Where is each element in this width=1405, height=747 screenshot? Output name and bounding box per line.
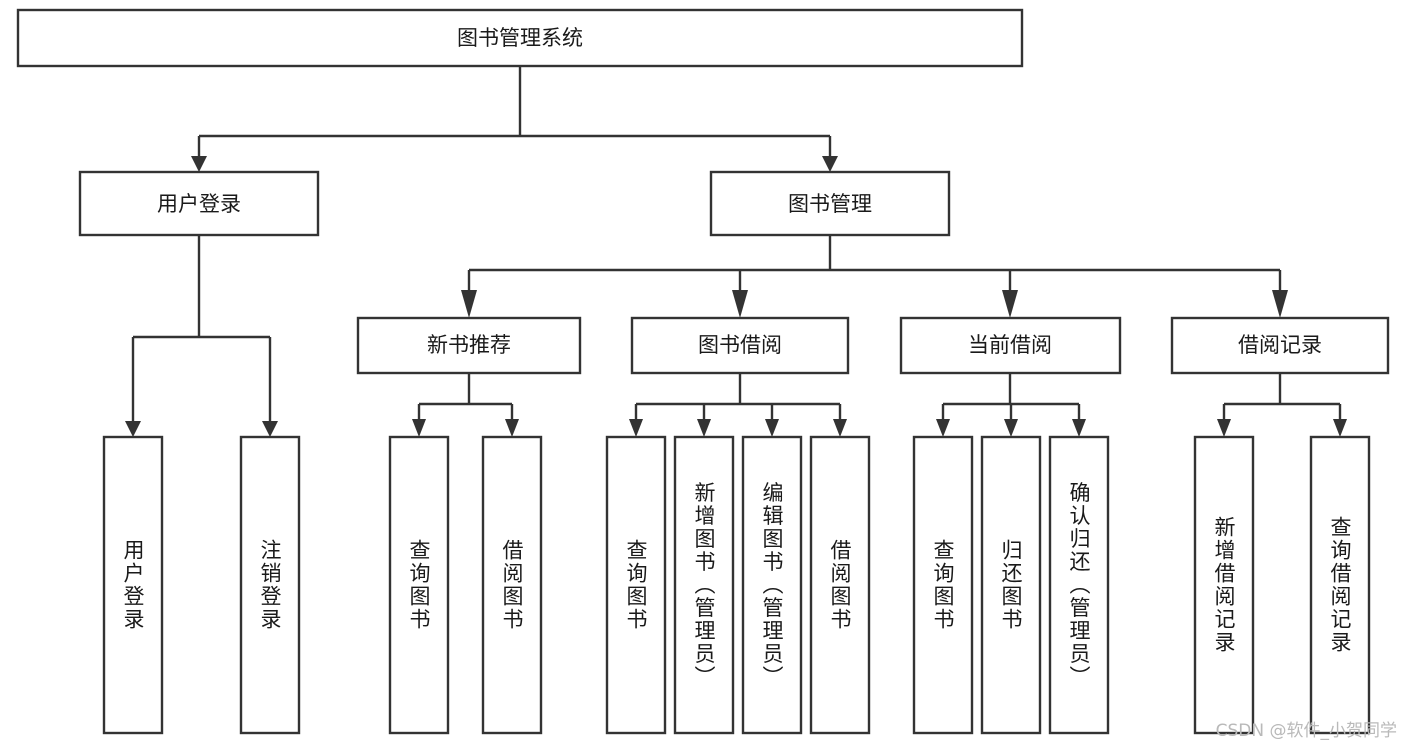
leaf-current-borrow-3[interactable]: 确认归还（管理员）	[1048, 435, 1110, 735]
node-current-borrow[interactable]: 当前借阅	[899, 316, 1122, 375]
connector-level1	[191, 66, 838, 172]
leaf-borrow-record-2[interactable]: 查询借阅记录	[1309, 435, 1371, 735]
leaf-book-borrow-4-box[interactable]	[809, 435, 871, 735]
leaf-user-login-1-box[interactable]	[102, 435, 164, 735]
node-current-borrow-label: 当前借阅	[968, 333, 1052, 357]
leaf-book-borrow-3-box[interactable]	[741, 435, 803, 735]
connector-book-borrow-children	[629, 373, 847, 437]
leaf-book-borrow-2[interactable]: 新增图书（管理员）	[673, 435, 735, 735]
leaf-book-borrow-1-box[interactable]	[605, 435, 667, 735]
node-root-box[interactable]	[16, 8, 1024, 68]
leaf-book-borrow-3[interactable]: 编辑图书（管理员）	[741, 435, 803, 735]
node-root[interactable]: 图书管理系统	[16, 8, 1024, 68]
leaf-borrow-record-1-label: 新增借阅记录	[1212, 516, 1236, 654]
arrow-head-leaf-new-book-2	[505, 419, 519, 437]
node-new-book-recommend-box[interactable]	[356, 316, 582, 375]
arrow-head-leaf-borrow-record-1	[1217, 419, 1231, 437]
arrow-head-leaf-current-borrow-1	[936, 419, 950, 437]
leaf-new-book-1[interactable]: 查询图书	[388, 435, 450, 735]
leaf-book-borrow-4-label: 借阅图书	[828, 539, 852, 631]
node-book-borrow-box[interactable]	[630, 316, 850, 375]
node-book-mgmt[interactable]: 图书管理	[709, 170, 951, 237]
arrow-head-leaf-new-book-1	[412, 419, 426, 437]
leaf-book-borrow-1[interactable]: 查询图书	[605, 435, 667, 735]
node-user-login-label: 用户登录	[157, 192, 241, 216]
connector-book-mgmt-children	[461, 235, 1288, 318]
arrow-head-leaf-current-borrow-2	[1004, 419, 1018, 437]
leaf-book-borrow-3-label: 编辑图书（管理员）	[760, 482, 784, 689]
leaf-current-borrow-2-label: 归还图书	[999, 539, 1023, 631]
leaf-user-login-2-box[interactable]	[239, 435, 301, 735]
leaf-current-borrow-1-box[interactable]	[912, 435, 974, 735]
leaf-new-book-1-label: 查询图书	[407, 539, 431, 631]
watermark-text: CSDN @软件_小贺同学	[1215, 721, 1397, 741]
arrow-head-leaf-borrow-record-2	[1333, 419, 1347, 437]
node-book-borrow[interactable]: 图书借阅	[630, 316, 850, 375]
leaf-book-borrow-1-label: 查询图书	[624, 539, 648, 631]
leaf-new-book-1-box[interactable]	[388, 435, 450, 735]
arrow-head-new-book	[461, 290, 477, 318]
arrow-head-book-borrow	[732, 290, 748, 318]
leaf-new-book-2-label: 借阅图书	[500, 539, 524, 631]
node-new-book-recommend-label: 新书推荐	[427, 333, 511, 357]
connector-current-borrow-children	[936, 373, 1086, 437]
node-borrow-record[interactable]: 借阅记录	[1170, 316, 1390, 375]
leaf-book-borrow-4[interactable]: 借阅图书	[809, 435, 871, 735]
leaf-current-borrow-1[interactable]: 查询图书	[912, 435, 974, 735]
leaf-user-login-1-label: 用户登录	[121, 539, 145, 631]
node-user-login-box[interactable]	[78, 170, 320, 237]
leaf-current-borrow-3-box[interactable]	[1048, 435, 1110, 735]
arrow-head-leaf-book-borrow-3	[765, 419, 779, 437]
leaf-borrow-record-2-box[interactable]	[1309, 435, 1371, 735]
arrow-head-book-mgmt	[822, 156, 838, 172]
leaf-new-book-2-box[interactable]	[481, 435, 543, 735]
node-book-mgmt-box[interactable]	[709, 170, 951, 237]
node-borrow-record-box[interactable]	[1170, 316, 1390, 375]
leaf-current-borrow-1-label: 查询图书	[931, 539, 955, 631]
arrow-head-borrow-record	[1272, 290, 1288, 318]
connector-new-book-children	[412, 373, 519, 437]
leaf-user-login-2-label: 注销登录	[258, 539, 282, 631]
connector-user-login-children	[125, 235, 278, 437]
leaf-borrow-record-1-box[interactable]	[1193, 435, 1255, 735]
leaf-book-borrow-2-box[interactable]	[673, 435, 735, 735]
leaf-current-borrow-2-box[interactable]	[980, 435, 1042, 735]
leaf-borrow-record-1[interactable]: 新增借阅记录	[1193, 435, 1255, 735]
node-borrow-record-label: 借阅记录	[1238, 333, 1322, 357]
node-current-borrow-box[interactable]	[899, 316, 1122, 375]
leaf-book-borrow-2-label: 新增图书（管理员）	[692, 482, 716, 689]
arrow-head-leaf-book-borrow-2	[697, 419, 711, 437]
node-user-login[interactable]: 用户登录	[78, 170, 320, 237]
arrow-head-current-borrow	[1002, 290, 1018, 318]
node-book-mgmt-label: 图书管理	[788, 192, 872, 216]
arrow-head-leaf-user-login-1	[125, 421, 141, 437]
leaf-user-login-2[interactable]: 注销登录	[239, 435, 301, 735]
leaf-borrow-record-2-label: 查询借阅记录	[1328, 516, 1352, 654]
node-root-label: 图书管理系统	[457, 26, 583, 50]
arrow-head-leaf-user-login-2	[262, 421, 278, 437]
leaf-current-borrow-2[interactable]: 归还图书	[980, 435, 1042, 735]
connector-borrow-record-children	[1217, 373, 1347, 437]
node-book-borrow-label: 图书借阅	[698, 333, 782, 357]
leaf-new-book-2[interactable]: 借阅图书	[481, 435, 543, 735]
arrow-head-leaf-book-borrow-1	[629, 419, 643, 437]
arrow-head-leaf-book-borrow-4	[833, 419, 847, 437]
node-new-book-recommend[interactable]: 新书推荐	[356, 316, 582, 375]
leaf-current-borrow-3-label: 确认归还（管理员）	[1067, 482, 1091, 689]
leaf-user-login-1[interactable]: 用户登录	[102, 435, 164, 735]
arrow-head-leaf-current-borrow-3	[1072, 419, 1086, 437]
arrow-head-user-login	[191, 156, 207, 172]
